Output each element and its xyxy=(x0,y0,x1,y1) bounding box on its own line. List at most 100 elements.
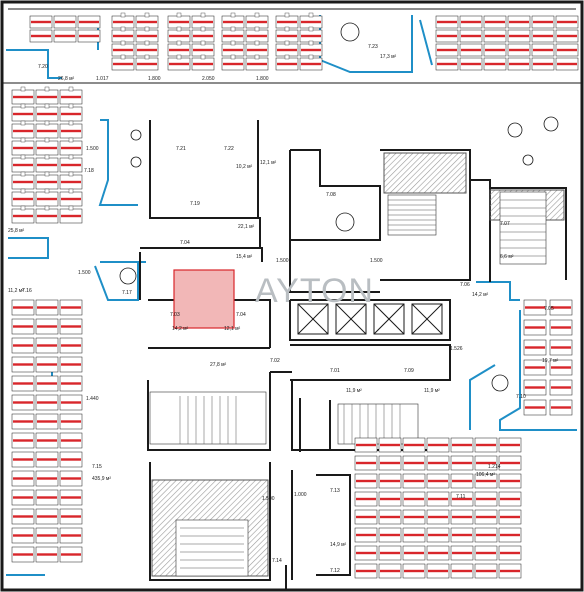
chair xyxy=(44,171,50,177)
chair xyxy=(200,40,206,46)
desk-marker xyxy=(551,406,571,409)
desk-marker xyxy=(61,420,81,423)
dimension-label: 1.800 xyxy=(148,76,161,82)
room-label[interactable]: 7.14 xyxy=(272,558,282,564)
room-label[interactable]: 7.09 xyxy=(404,368,414,374)
area-label: 26,8 м² xyxy=(58,76,75,82)
dimension-label: 1.214 xyxy=(488,464,501,470)
desk-marker xyxy=(13,325,33,328)
room-label[interactable]: 7.22 xyxy=(224,146,234,152)
desk-marker xyxy=(476,443,496,447)
desk-marker xyxy=(13,344,33,347)
room-label[interactable]: 7.10 xyxy=(516,394,526,400)
dimension-label: 1.526 xyxy=(450,346,463,352)
room-label[interactable]: 7.02 xyxy=(270,358,280,364)
room-label[interactable]: 7.01 xyxy=(330,368,340,374)
desk-marker xyxy=(13,363,33,366)
area-label: 11,9 м² xyxy=(346,388,362,394)
desk-marker xyxy=(169,48,189,52)
area-label: 14,9 м² xyxy=(330,542,347,548)
room-label[interactable]: 7.18 xyxy=(84,168,94,174)
desk-marker xyxy=(461,20,481,24)
chair xyxy=(44,86,50,92)
room-label[interactable]: 7.15 xyxy=(92,464,102,470)
desk-marker xyxy=(61,477,81,480)
area-labels: 26,8 м² 17,3 м² 10,2 м² 12,1 м² 22,1 м² … xyxy=(8,54,559,548)
desk-marker xyxy=(551,346,571,349)
desk-marker xyxy=(277,62,297,66)
desk-marker xyxy=(113,48,133,52)
chair xyxy=(44,154,50,160)
desk-marker xyxy=(461,48,481,52)
desk-marker xyxy=(61,197,81,201)
chair xyxy=(68,103,74,109)
chair xyxy=(20,120,26,126)
elevator-shafts xyxy=(297,303,443,335)
desk-marker xyxy=(404,515,424,519)
chair xyxy=(144,12,150,18)
chair xyxy=(230,54,236,60)
dimension-label: 1.440 xyxy=(86,396,99,402)
room-label[interactable]: 7.07 xyxy=(500,221,510,227)
chair xyxy=(44,137,50,143)
desk-marker xyxy=(356,569,376,573)
desk-marker xyxy=(61,306,81,309)
desk-marker xyxy=(476,569,496,573)
chair xyxy=(68,137,74,143)
desk-marker xyxy=(509,48,529,52)
desk-marker xyxy=(509,20,529,24)
desk-marker xyxy=(61,129,81,133)
desk-marker xyxy=(428,533,448,537)
chair xyxy=(254,26,260,32)
desk-marker xyxy=(13,197,33,201)
room-label[interactable]: 7.20 xyxy=(38,64,48,70)
desk-marker xyxy=(169,20,189,24)
desk-marker xyxy=(193,62,213,66)
desk-marker xyxy=(247,62,267,66)
highlighted-room-7-03[interactable] xyxy=(173,269,235,329)
chair xyxy=(230,40,236,46)
room-label[interactable]: 7.08 xyxy=(326,192,336,198)
room-label[interactable]: 7.03 xyxy=(170,312,180,318)
desk-marker xyxy=(37,420,57,423)
desk-marker xyxy=(13,553,33,556)
desk-marker xyxy=(551,386,571,389)
desk-marker xyxy=(509,62,529,66)
desk-marker xyxy=(437,34,457,38)
room-label[interactable]: 7.16 xyxy=(22,288,32,294)
chair xyxy=(284,40,290,46)
desk-marker xyxy=(37,112,57,116)
room-label[interactable]: 7.04 xyxy=(236,312,246,318)
room-label[interactable]: 7.21 xyxy=(176,146,186,152)
area-label: 435,9 м² xyxy=(92,476,111,482)
desk-marker xyxy=(452,515,472,519)
room-label[interactable]: 7.04 xyxy=(180,240,190,246)
chair xyxy=(44,188,50,194)
room-label[interactable]: 7.05 xyxy=(544,306,554,312)
desk-marker xyxy=(13,180,33,184)
chair xyxy=(144,40,150,46)
desk-marker xyxy=(380,515,400,519)
desk-marker xyxy=(277,48,297,52)
room-label[interactable]: 7.13 xyxy=(330,488,340,494)
desk-marker xyxy=(437,62,457,66)
desk-marker xyxy=(37,496,57,499)
dimension-label: 1.500 xyxy=(276,258,289,264)
desk-marker xyxy=(525,366,545,369)
desk-marker xyxy=(380,479,400,483)
room-label[interactable]: 7.19 xyxy=(190,201,200,207)
room-label[interactable]: 7.06 xyxy=(460,282,470,288)
desk-marker xyxy=(485,48,505,52)
room-label[interactable]: 7.11 xyxy=(456,494,466,500)
desk-marker xyxy=(61,496,81,499)
desk-marker xyxy=(404,443,424,447)
area-label: 19,7 м² xyxy=(542,358,559,364)
room-label[interactable]: 7.23 xyxy=(368,44,378,50)
desk-marker xyxy=(55,20,75,24)
room-label[interactable]: 7.12 xyxy=(330,568,340,574)
desk-marker xyxy=(37,344,57,347)
dimension-label: 1.000 xyxy=(294,492,307,498)
room-label[interactable]: 7.17 xyxy=(122,290,132,296)
desk-marker xyxy=(37,325,57,328)
